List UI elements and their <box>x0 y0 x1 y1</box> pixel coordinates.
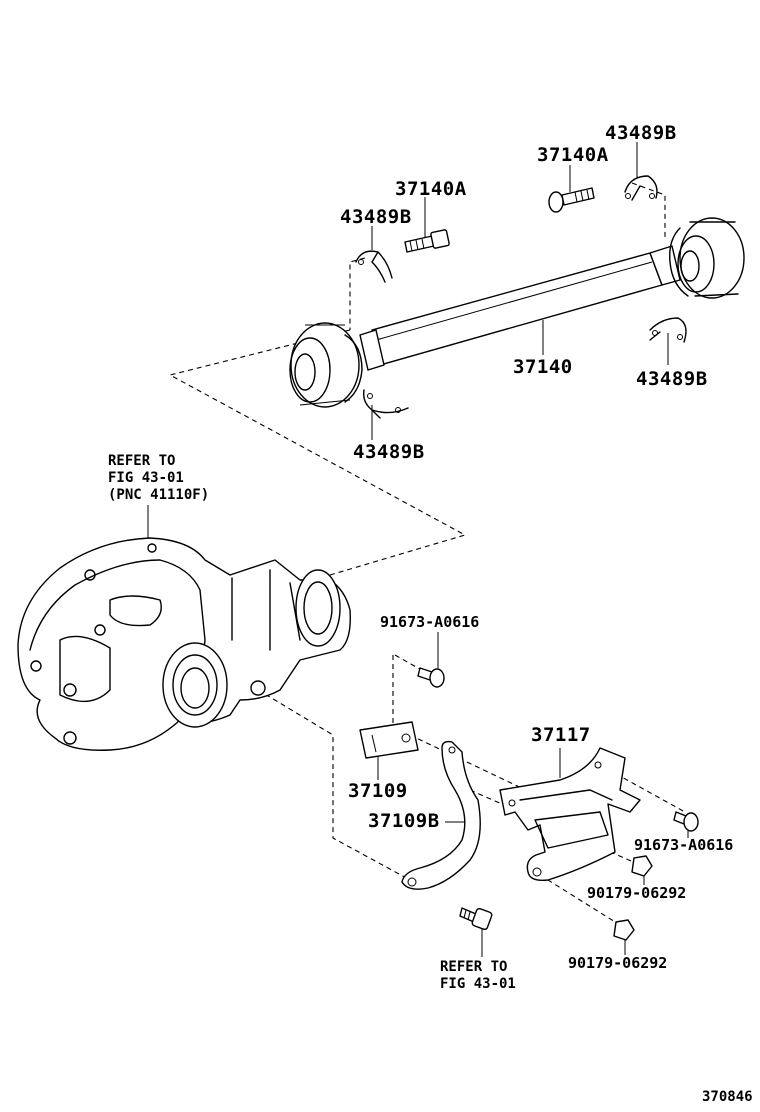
label-90179-06292-lower: 90179-06292 <box>568 954 668 972</box>
leader-lines <box>147 142 689 957</box>
label-37140a-left: 37140A <box>395 178 467 200</box>
label-43489b-upper-left: 43489B <box>340 206 412 228</box>
bolt-upper-left <box>404 229 450 253</box>
clip-mid-right <box>649 317 687 343</box>
catalog-number: 370846 <box>702 1089 753 1105</box>
bolt-upper-right <box>548 187 595 213</box>
clip-upper-right <box>624 175 658 201</box>
label-43489b-mid-right: 43489B <box>636 368 708 390</box>
support-37117 <box>499 747 641 882</box>
nut-lower <box>613 919 635 941</box>
differential-carrier <box>17 537 351 751</box>
bracket-37109b <box>401 740 481 890</box>
bolt-bracket-top <box>417 667 445 688</box>
label-37109b: 37109B <box>368 810 440 832</box>
note-refer-bolt: REFER TO FIG 43-01 <box>440 959 516 992</box>
clip-upper-left <box>355 250 393 283</box>
label-37140a-right: 37140A <box>537 144 609 166</box>
label-91673-a0616-top: 91673-A0616 <box>380 613 480 631</box>
label-43489b-lower-left: 43489B <box>353 441 425 463</box>
bolt-lower-refer <box>459 907 493 931</box>
propeller-shaft <box>289 217 745 408</box>
label-37109: 37109 <box>348 780 408 802</box>
label-91673-a0616-right: 91673-A0616 <box>634 836 734 854</box>
label-43489b-upper-right: 43489B <box>605 122 677 144</box>
bracket-37109 <box>359 721 419 759</box>
label-90179-06292-upper: 90179-06292 <box>587 884 687 902</box>
clip-lower-left <box>362 389 409 419</box>
nut-upper <box>631 855 653 877</box>
label-37117: 37117 <box>531 724 591 746</box>
bolt-support-right <box>673 811 699 832</box>
note-refer-differential: REFER TO FIG 43-01 (PNC 41110F) <box>108 453 210 503</box>
label-37140: 37140 <box>513 356 573 378</box>
